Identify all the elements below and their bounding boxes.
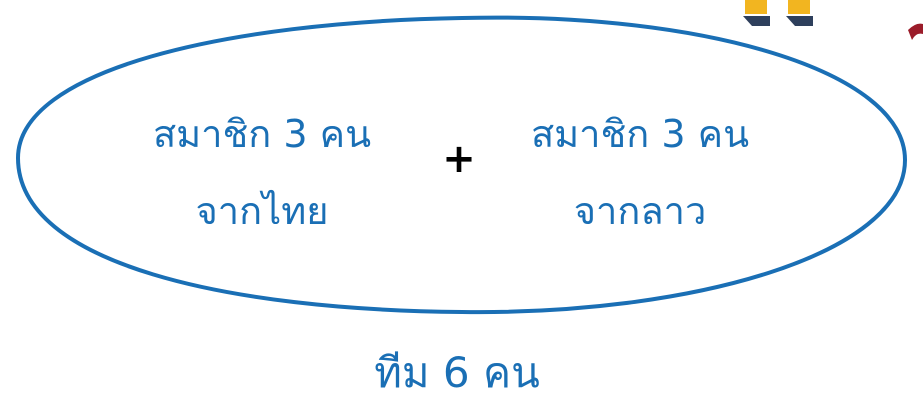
right-group-line1: สมาชิก 3 คน	[530, 112, 750, 156]
right-group-line2: จากลาว	[573, 189, 707, 233]
decorative-figure-icon	[743, 0, 813, 26]
left-group-line1: สมาชิก 3 คน	[152, 112, 372, 156]
team-total-label: ทีม 6 คน	[374, 348, 540, 397]
team-ellipse	[15, 15, 908, 315]
left-group-line2: จากไทย	[195, 189, 329, 233]
plus-operator: +	[442, 136, 476, 182]
decorative-red-mark-icon	[908, 23, 923, 40]
